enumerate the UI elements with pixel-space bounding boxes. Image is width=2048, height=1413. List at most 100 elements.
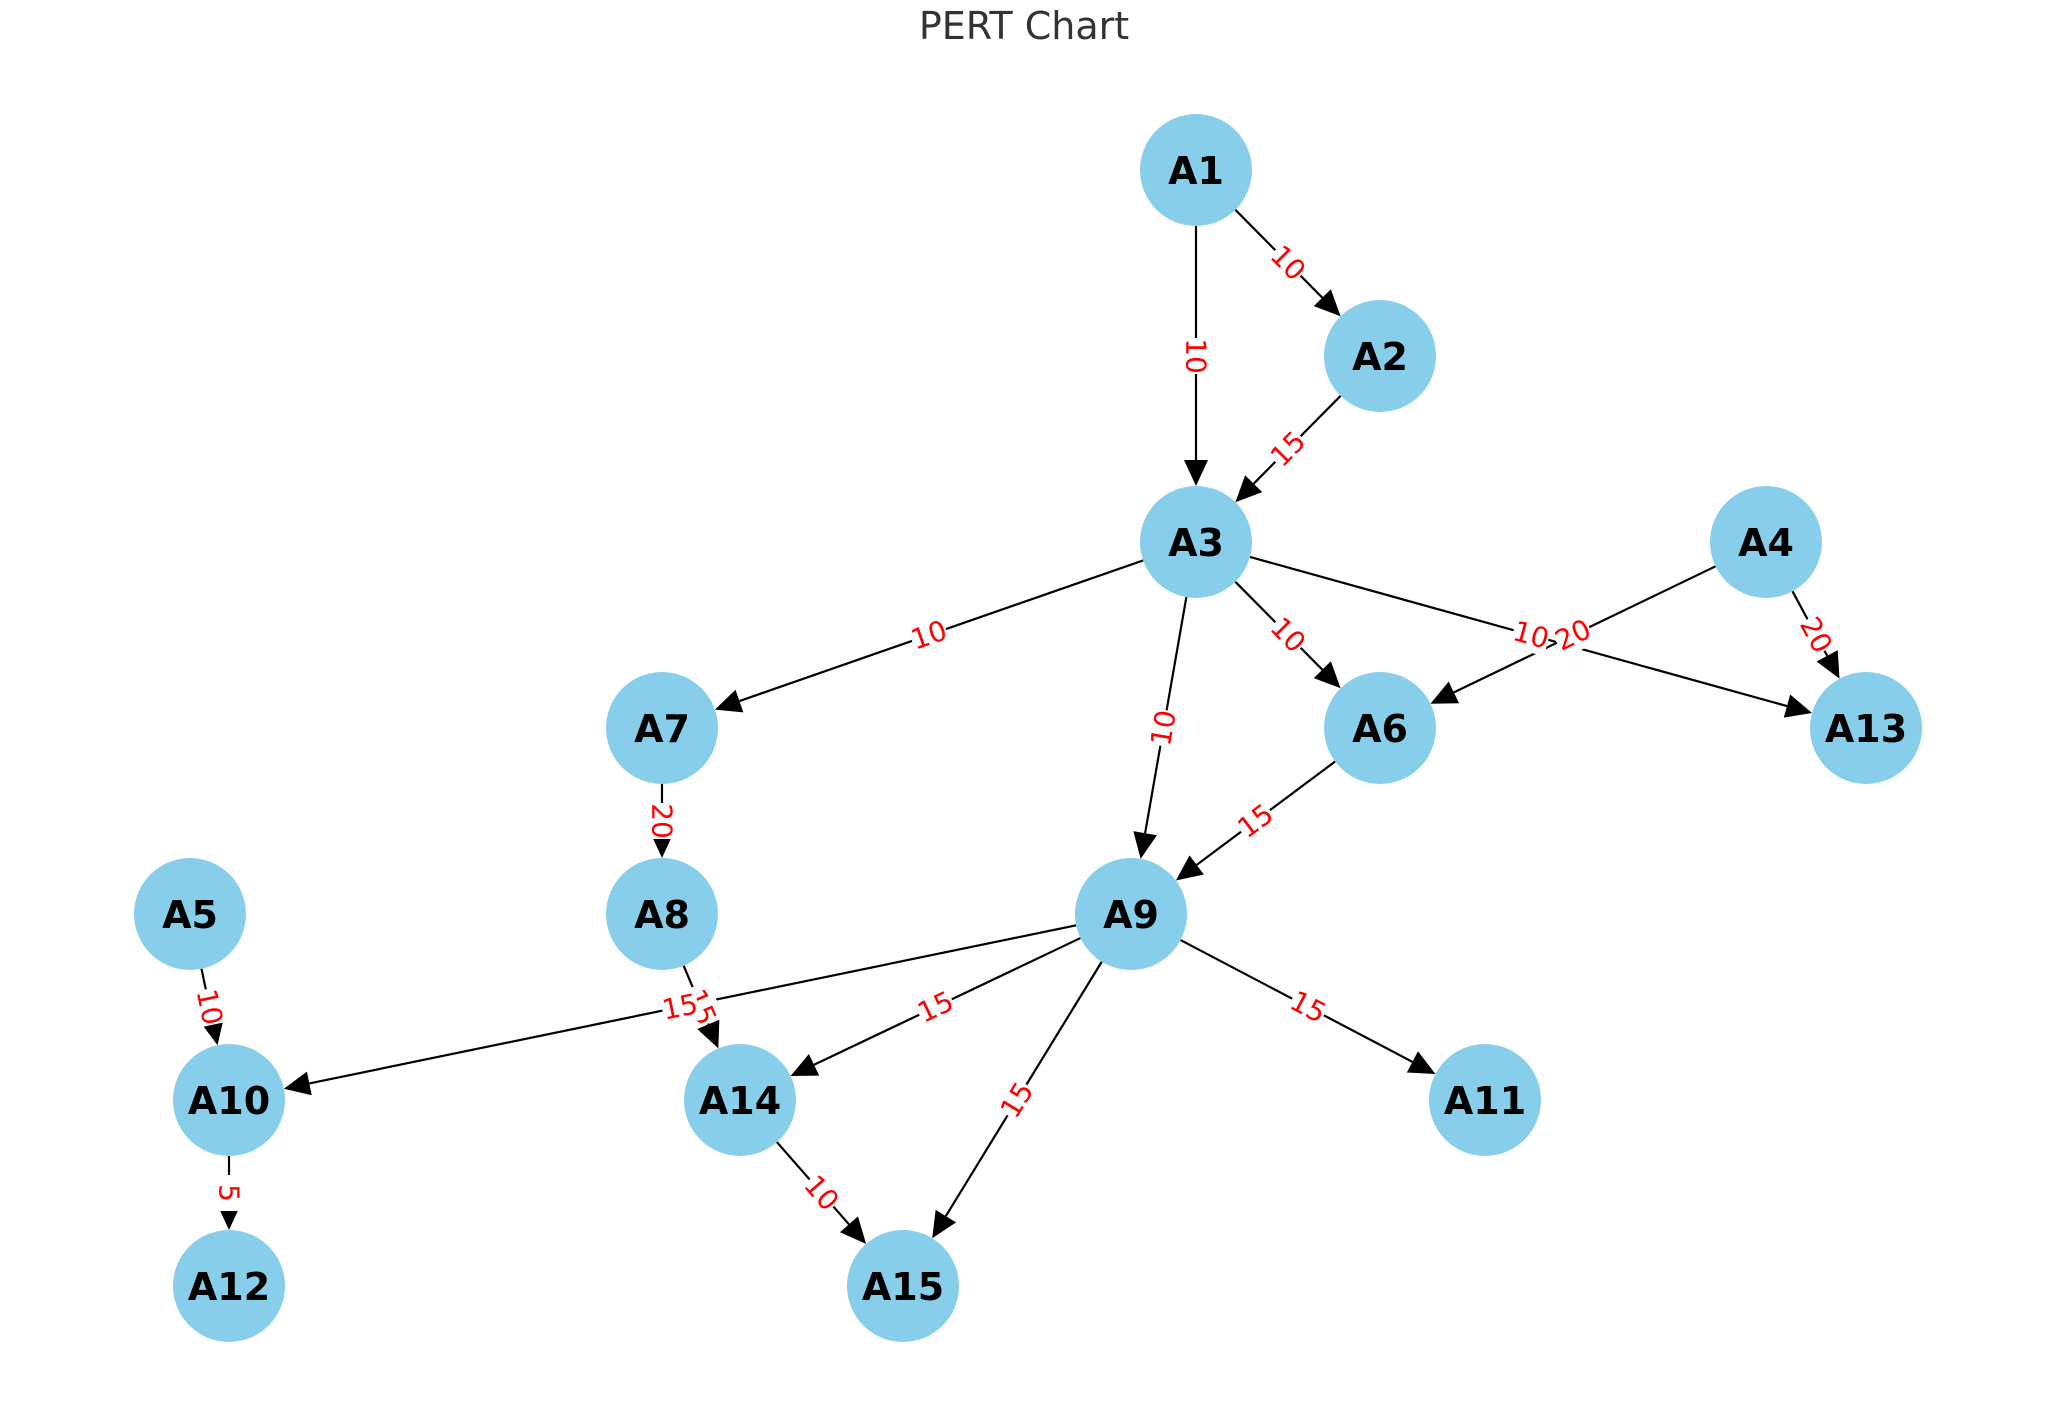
- node-a13: A13: [1810, 672, 1922, 784]
- node-circle: [1710, 486, 1822, 598]
- node-label: A4: [1738, 521, 1794, 565]
- edge-label-background: [1263, 238, 1313, 288]
- node-circle: [684, 1044, 796, 1156]
- node-circle: [1140, 486, 1252, 598]
- edge-label-background: [1284, 983, 1332, 1031]
- arrowhead-icon: [932, 1209, 957, 1239]
- edge-label-background: [1549, 611, 1597, 659]
- edge-label-background: [658, 986, 702, 1028]
- arrowhead-icon: [1430, 681, 1460, 704]
- edge-weight-label: 20: [1792, 611, 1840, 659]
- node-a15: A15: [847, 1230, 959, 1342]
- node-circle: [847, 1230, 959, 1342]
- node-circle: [1429, 1044, 1541, 1156]
- edge-weight-text: 10: [190, 986, 230, 1028]
- node-circle: [1324, 672, 1436, 784]
- edge-label-background: [1263, 610, 1313, 660]
- node-label: A14: [699, 1079, 781, 1123]
- edge-label-background: [1509, 613, 1553, 657]
- edge-weight-label: 5: [212, 1175, 246, 1211]
- node-a5: A5: [134, 858, 246, 970]
- node-label: A11: [1444, 1079, 1526, 1123]
- edge-weight-text: 10: [1180, 338, 1213, 374]
- node-a1: A1: [1140, 114, 1252, 226]
- node-a14: A14: [684, 1044, 796, 1156]
- arrowhead-icon: [1783, 694, 1813, 718]
- node-circle: [606, 672, 718, 784]
- node-circle: [134, 858, 246, 970]
- edge-label-background: [1792, 611, 1840, 659]
- edge-label-background: [906, 613, 952, 657]
- edge-weight-text: 5: [213, 1184, 246, 1202]
- edge-weight-text: 20: [646, 803, 679, 839]
- node-a6: A6: [1324, 672, 1436, 784]
- edge-weight-text: 15: [659, 987, 701, 1027]
- node-a9: A9: [1075, 858, 1187, 970]
- node-a8: A8: [606, 858, 718, 970]
- arrowhead-icon: [1133, 831, 1157, 859]
- edge-label-background: [645, 803, 679, 839]
- node-label: A15: [862, 1265, 944, 1309]
- edge-label-background: [1179, 338, 1213, 374]
- node-label: A13: [1825, 707, 1907, 751]
- edge-weight-text: 15: [1231, 797, 1279, 845]
- edge-label-background: [796, 1168, 847, 1218]
- arrowhead-icon: [697, 1019, 720, 1049]
- edge-weight-text: 10: [1144, 708, 1183, 749]
- node-label: A6: [1352, 707, 1408, 751]
- edge-label-background: [1143, 707, 1184, 749]
- arrowhead-icon: [1406, 1051, 1436, 1074]
- edge-label-background: [911, 983, 960, 1031]
- node-label: A7: [634, 707, 690, 751]
- node-a11: A11: [1429, 1044, 1541, 1156]
- chart-title: PERT Chart: [918, 4, 1130, 48]
- node-a3: A3: [1140, 486, 1252, 598]
- node-circle: [606, 858, 718, 970]
- edge-weight-label: 15: [911, 983, 960, 1031]
- node-a4: A4: [1710, 486, 1822, 598]
- node-label: A5: [162, 893, 218, 937]
- arrowhead-icon: [1313, 289, 1341, 317]
- node-label: A2: [1352, 335, 1408, 379]
- node-a2: A2: [1324, 300, 1436, 412]
- edge-label-background: [993, 1075, 1041, 1125]
- edge-weight-label: 10: [1179, 338, 1213, 374]
- edge-label-background: [1230, 796, 1281, 846]
- node-label: A8: [634, 893, 690, 937]
- edge-weight-text: 10: [907, 614, 952, 657]
- arrowhead-icon: [283, 1071, 312, 1096]
- edge-weight-label: 15: [1284, 983, 1332, 1031]
- node-label: A1: [1168, 149, 1224, 193]
- edge-weight-text: 15: [994, 1076, 1041, 1124]
- node-label: A9: [1103, 893, 1159, 937]
- edge-weight-text: 10: [797, 1169, 845, 1218]
- arrowhead-icon: [1235, 475, 1263, 503]
- node-circle: [173, 1230, 285, 1342]
- edge-label-background: [1263, 424, 1313, 474]
- edge-weight-text: 15: [912, 984, 958, 1029]
- node-label: A12: [188, 1265, 270, 1309]
- node-circle: [173, 1044, 285, 1156]
- edge-weight-text: 20: [1793, 611, 1839, 658]
- edge-weight-label: 10: [796, 1168, 847, 1218]
- edge-label-background: [189, 985, 230, 1029]
- arrowhead-icon: [839, 1216, 867, 1244]
- node-circle: [1324, 300, 1436, 412]
- arrowhead-icon: [790, 1053, 820, 1076]
- node-label: A3: [1168, 521, 1224, 565]
- edge-weight-label: 10: [1143, 707, 1184, 749]
- node-a7: A7: [606, 672, 718, 784]
- arrowhead-icon: [714, 689, 744, 713]
- arrowhead-icon: [1816, 650, 1840, 679]
- edge-weight-label: 15: [993, 1075, 1041, 1125]
- node-circle: [1140, 114, 1252, 226]
- edge-weight-label: 10: [189, 985, 230, 1029]
- edge-weight-label: 10: [906, 613, 952, 657]
- edge-weight-label: 15: [658, 986, 702, 1028]
- node-a12: A12: [173, 1230, 285, 1342]
- edge-weight-text: 10: [1509, 614, 1552, 655]
- node-circle: [1075, 858, 1187, 970]
- edge-weight-text: 15: [1285, 984, 1332, 1030]
